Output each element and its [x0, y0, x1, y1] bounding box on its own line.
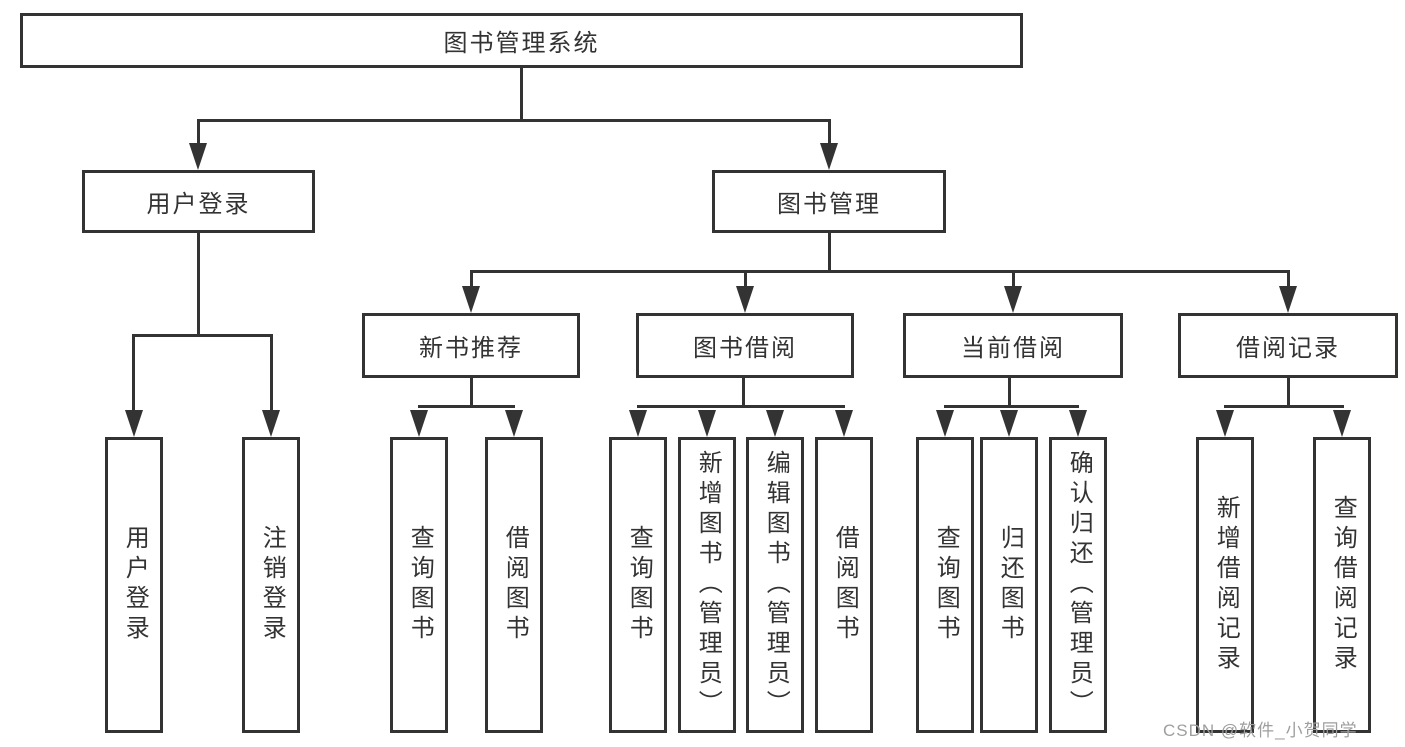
connector-user-login-bus-line	[133, 334, 273, 337]
connector-book-borrow-bus-line	[637, 405, 845, 408]
leaf-borrow-books-recommend-label: 借阅图书	[501, 525, 529, 645]
arrow-to-leaf-add-book-admin-icon	[698, 410, 716, 437]
arrow-to-leaf-query-books-borrow-icon	[629, 410, 647, 437]
arrow-to-new-book-recommend-icon	[462, 286, 480, 313]
connector-root-to-book-management-line	[828, 119, 831, 146]
leaf-query-books-recommend-label: 查询图书	[406, 525, 434, 645]
leaf-query-borrow-record-label: 查询借阅记录	[1329, 495, 1357, 675]
leaf-query-books-current: 查询图书	[916, 437, 974, 733]
leaf-return-book-label: 归还图书	[996, 525, 1024, 645]
connector-borrow-records-bus-line	[1224, 405, 1344, 408]
arrow-to-leaf-borrow-books-recommend-icon	[505, 410, 523, 437]
connector-root-to-user-login-line	[197, 119, 200, 146]
connector-to-current-borrow-line	[1012, 270, 1015, 290]
arrow-to-leaf-confirm-return-icon	[1069, 410, 1087, 437]
leaf-confirm-return-admin-label: 确认归还（管理员）	[1065, 450, 1093, 720]
connector-book-borrow-drop-line	[742, 378, 745, 408]
arrow-to-leaf-borrow-books-icon	[835, 410, 853, 437]
node-current-borrow-label: 当前借阅	[961, 335, 1065, 362]
arrow-to-leaf-query-books-recommend-icon	[410, 410, 428, 437]
connector-book-management-bus-line	[470, 270, 1289, 273]
leaf-return-book: 归还图书	[980, 437, 1038, 733]
leaf-logout-login-label: 注销登录	[258, 525, 286, 645]
node-user-login-label: 用户登录	[146, 191, 251, 218]
connector-root-bus-line	[197, 119, 831, 122]
arrow-to-leaf-return-book-icon	[1000, 410, 1018, 437]
connector-to-leaf-user-login-line	[132, 334, 135, 412]
arrow-to-book-borrow-icon	[736, 286, 754, 313]
node-library-management-system-label: 图书管理系统	[443, 30, 600, 57]
connector-to-borrow-records-line	[1287, 270, 1290, 290]
connector-to-book-borrow-line	[744, 270, 747, 290]
connector-to-new-book-recommend-line	[470, 270, 473, 290]
leaf-borrow-books-recommend: 借阅图书	[485, 437, 543, 733]
connector-user-login-drop-line	[197, 233, 200, 336]
arrow-to-leaf-user-login-icon	[125, 410, 143, 437]
leaf-borrow-books: 借阅图书	[815, 437, 873, 733]
leaf-query-books-borrow: 查询图书	[609, 437, 667, 733]
watermark: CSDN @软件_小贺同学	[1163, 721, 1358, 740]
node-user-login: 用户登录	[82, 170, 315, 233]
arrow-to-leaf-edit-book-admin-icon	[766, 410, 784, 437]
node-borrow-records: 借阅记录	[1178, 313, 1398, 378]
node-new-book-recommend-label: 新书推荐	[419, 335, 523, 362]
leaf-add-book-admin-label: 新增图书（管理员）	[694, 450, 722, 720]
node-borrow-records-label: 借阅记录	[1236, 335, 1340, 362]
leaf-query-books-recommend: 查询图书	[390, 437, 448, 733]
leaf-user-login: 用户登录	[105, 437, 163, 733]
node-current-borrow: 当前借阅	[903, 313, 1123, 378]
arrow-to-borrow-records-icon	[1279, 286, 1297, 313]
arrow-to-leaf-query-books-current-icon	[936, 410, 954, 437]
connector-recommend-bus-line	[418, 405, 515, 408]
leaf-query-borrow-record: 查询借阅记录	[1313, 437, 1371, 733]
arrow-to-book-management-icon	[820, 143, 838, 170]
arrow-to-leaf-logout-icon	[262, 410, 280, 437]
arrow-to-user-login-icon	[189, 143, 207, 170]
arrow-to-current-borrow-icon	[1004, 286, 1022, 313]
node-book-management-label: 图书管理	[777, 191, 881, 218]
node-library-management-system: 图书管理系统	[20, 13, 1023, 68]
leaf-add-book-admin: 新增图书（管理员）	[678, 437, 736, 733]
arrow-to-leaf-query-borrow-record-icon	[1333, 410, 1351, 437]
leaf-query-books-current-label: 查询图书	[932, 525, 960, 645]
connector-book-management-drop-line	[828, 233, 831, 273]
connector-recommend-drop-line	[470, 378, 473, 408]
leaf-confirm-return-admin: 确认归还（管理员）	[1049, 437, 1107, 733]
leaf-add-borrow-record-label: 新增借阅记录	[1212, 495, 1240, 675]
node-book-borrow: 图书借阅	[636, 313, 854, 378]
arrow-to-leaf-add-borrow-record-icon	[1216, 410, 1234, 437]
leaf-query-books-borrow-label: 查询图书	[625, 525, 653, 645]
node-book-management: 图书管理	[712, 170, 946, 233]
connector-current-borrow-bus-line	[944, 405, 1079, 408]
connector-borrow-records-drop-line	[1287, 378, 1290, 408]
node-book-borrow-label: 图书借阅	[693, 335, 797, 362]
leaf-logout-login: 注销登录	[242, 437, 300, 733]
leaf-edit-book-admin-label: 编辑图书（管理员）	[762, 450, 790, 720]
connector-root-drop-line	[520, 68, 523, 121]
leaf-add-borrow-record: 新增借阅记录	[1196, 437, 1254, 733]
leaf-borrow-books-label: 借阅图书	[831, 525, 859, 645]
connector-to-leaf-logout-line	[270, 334, 273, 412]
connector-current-borrow-drop-line	[1008, 378, 1011, 408]
node-new-book-recommend: 新书推荐	[362, 313, 580, 378]
leaf-edit-book-admin: 编辑图书（管理员）	[746, 437, 804, 733]
leaf-user-login-label: 用户登录	[121, 525, 149, 645]
